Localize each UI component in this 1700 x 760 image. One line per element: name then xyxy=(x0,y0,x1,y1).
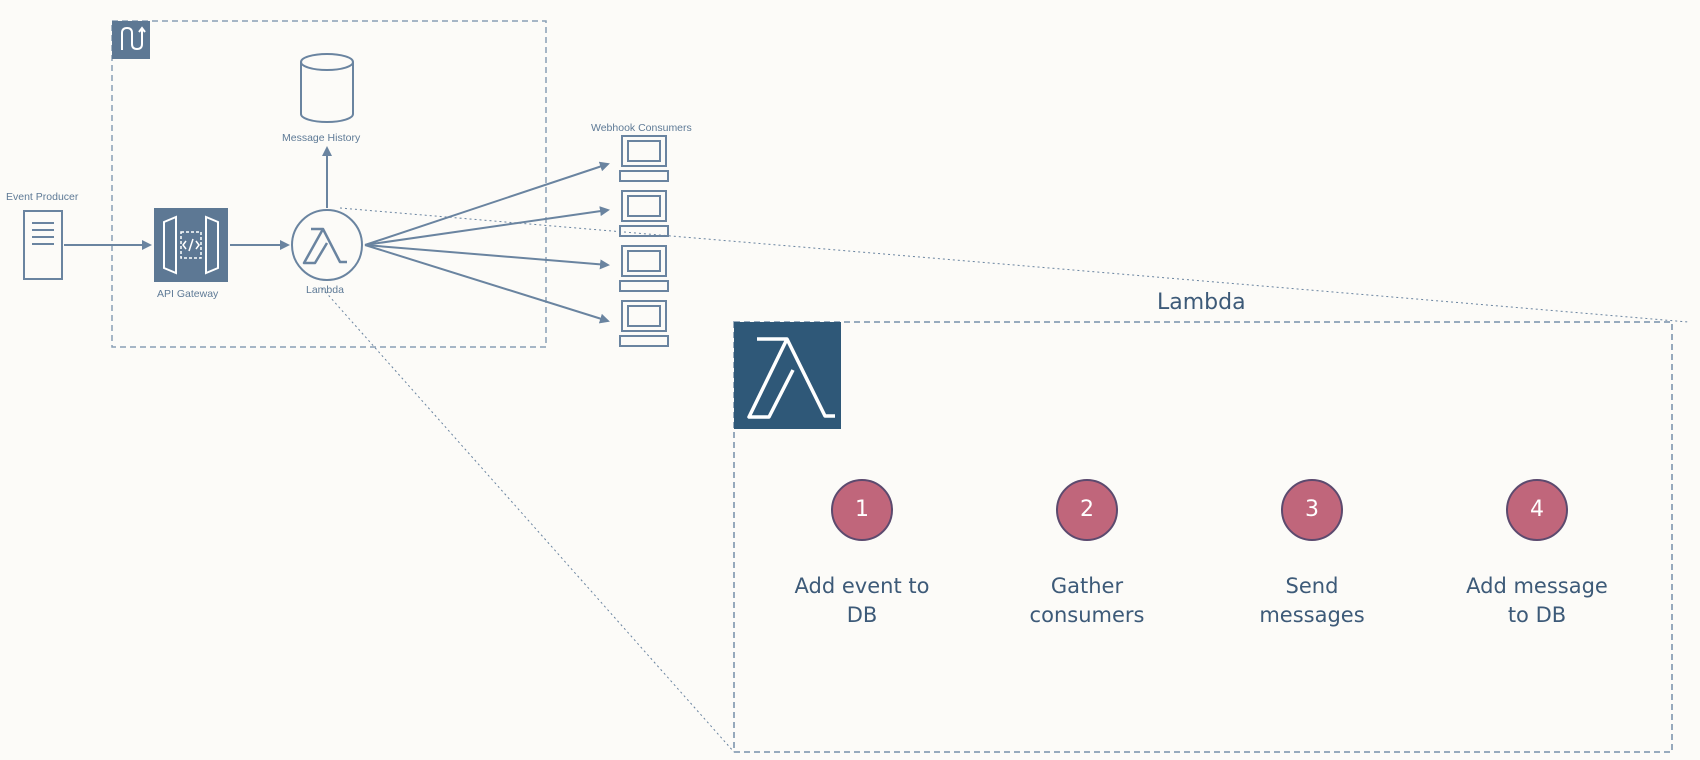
lambda-to-consumer-3-arrow xyxy=(364,244,610,270)
message-history-label: Message History xyxy=(282,132,361,144)
lambda-to-consumer-4-arrow xyxy=(364,244,610,324)
step-3-text: Send messages xyxy=(1217,572,1407,630)
lambda-icon xyxy=(291,209,363,281)
step-2-text: Gather consumers xyxy=(992,572,1182,630)
step-4-line-1: Add message xyxy=(1466,574,1608,598)
webhook-consumer-1-icon xyxy=(619,135,669,182)
step-1-line-1: Add event to xyxy=(794,574,930,598)
step-2-badge: 2 xyxy=(1056,479,1118,541)
step-4-badge: 4 xyxy=(1506,479,1568,541)
flow-arrows xyxy=(64,146,610,324)
step-4-line-2: to DB xyxy=(1507,603,1567,627)
webhook-consumer-2-icon xyxy=(619,190,669,237)
api-gateway-label: API Gateway xyxy=(157,288,219,300)
lambda-to-consumer-1-arrow xyxy=(364,161,610,246)
api-gateway-icon xyxy=(154,208,228,282)
step-3-line-1: Send xyxy=(1285,574,1339,598)
lambda-detail-panel xyxy=(733,321,1673,753)
lambda-to-consumer-2-arrow xyxy=(364,206,610,246)
step-2-line-1: Gather xyxy=(1050,574,1124,598)
webhook-consumers-label: Webhook Consumers xyxy=(591,122,692,134)
step-2-line-2: consumers xyxy=(1029,603,1145,627)
webhook-consumer-3-icon xyxy=(619,245,669,292)
lambda-badge-icon xyxy=(734,322,841,429)
step-4-text: Add message to DB xyxy=(1442,572,1632,630)
workflow-badge-icon xyxy=(112,21,150,59)
zoom-guide-lines xyxy=(321,207,1689,753)
step-1-line-2: DB xyxy=(846,603,878,627)
lambda-detail-title: Lambda xyxy=(1157,290,1246,315)
event-producer-label: Event Producer xyxy=(6,191,79,203)
lambda-label: Lambda xyxy=(306,284,344,296)
step-1-badge: 1 xyxy=(831,479,893,541)
webhook-consumer-4-icon xyxy=(619,300,669,347)
step-3-badge: 3 xyxy=(1281,479,1343,541)
step-1-text: Add event to DB xyxy=(767,572,957,630)
event-producer-server-icon xyxy=(23,210,63,280)
step-3-line-2: messages xyxy=(1259,603,1365,627)
message-history-database-icon xyxy=(300,53,354,123)
